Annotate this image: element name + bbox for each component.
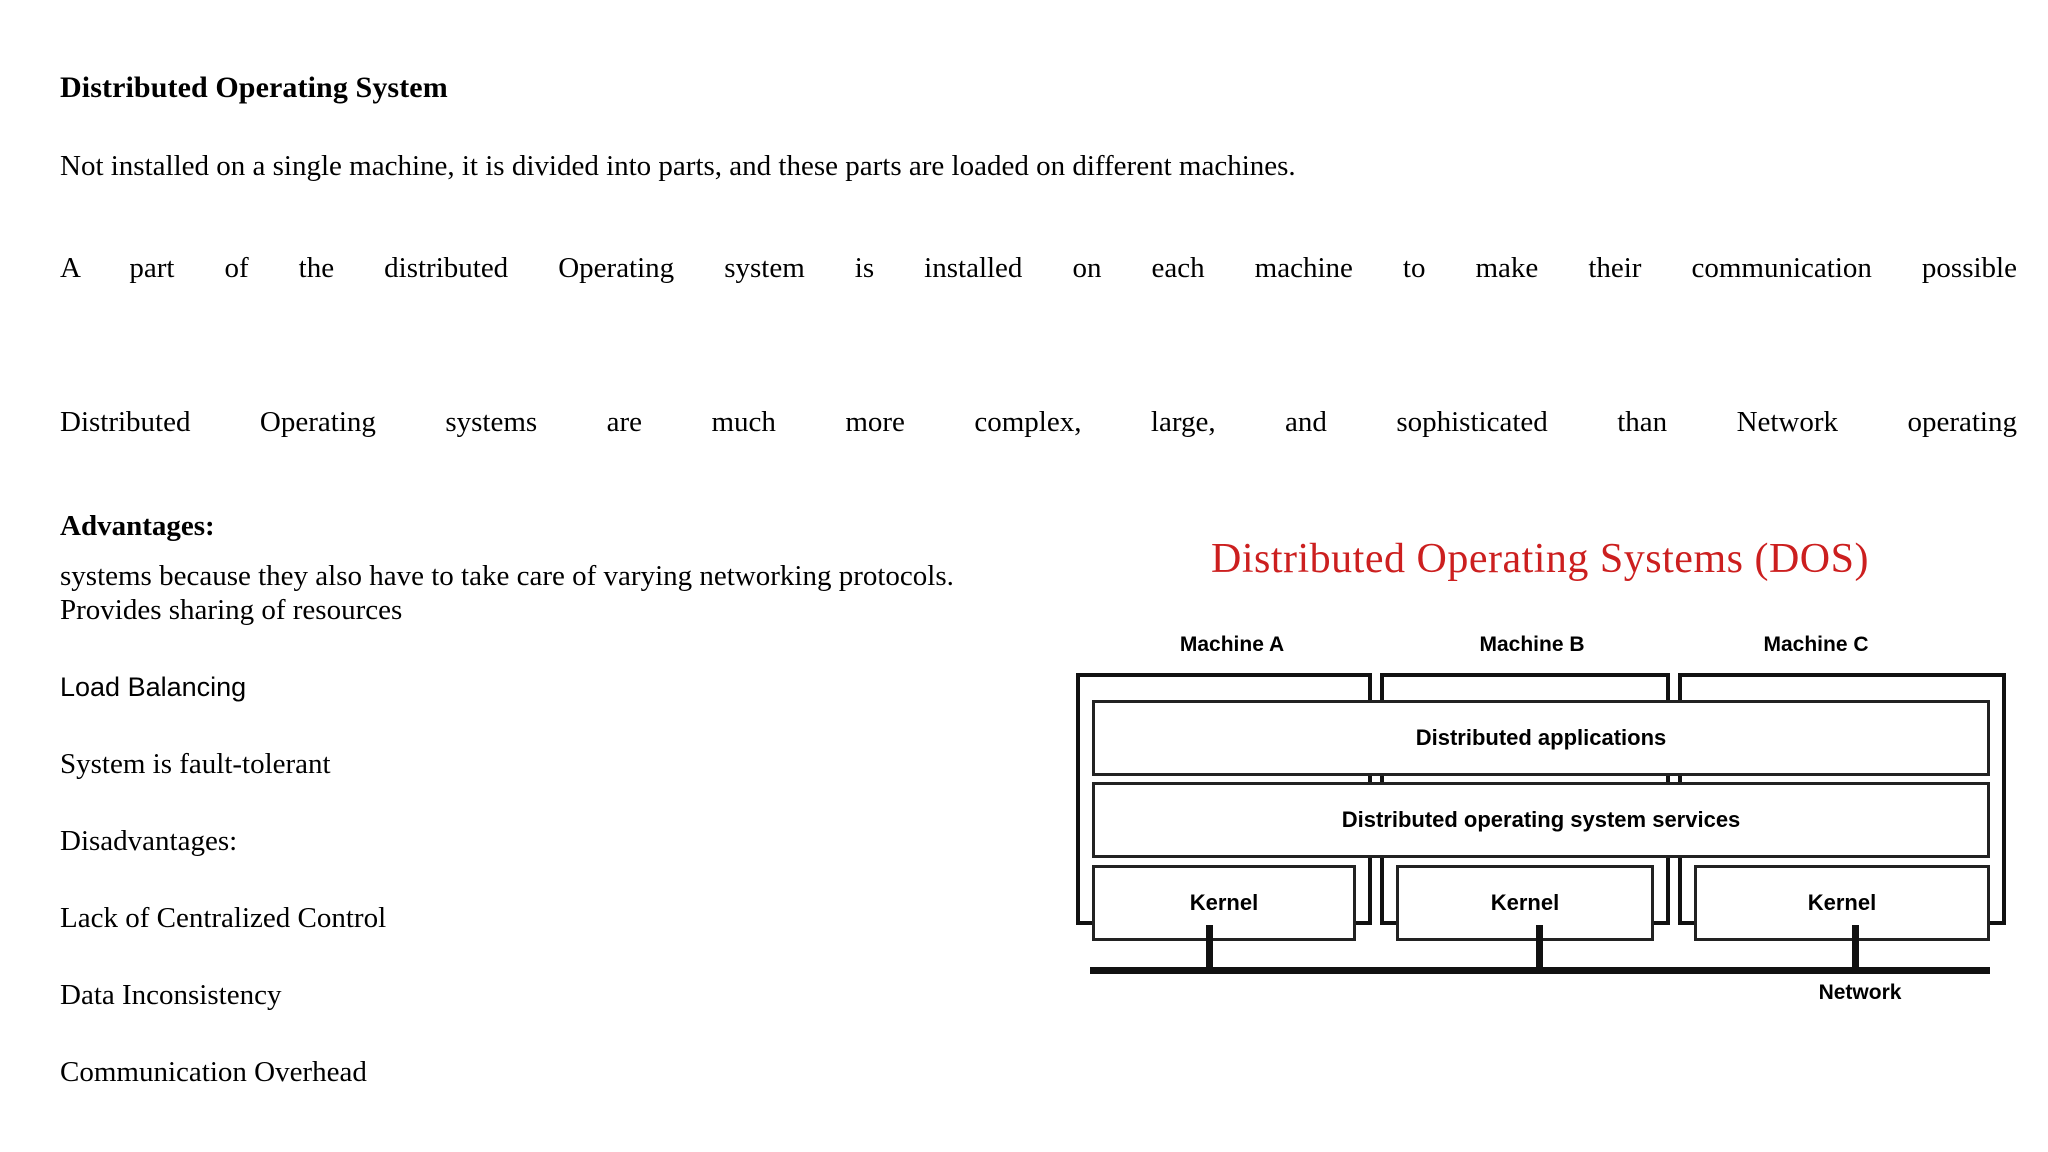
dos-architecture-diagram: Distributed Operating Systems (DOS) Mach… xyxy=(1060,535,2020,1055)
paragraph-line-3: systems because they also have to take c… xyxy=(60,560,954,592)
network-label: Network xyxy=(1818,981,1902,1004)
machine-c-label: Machine C xyxy=(1763,633,1869,656)
kernel-box-machine-a: Kernel xyxy=(1092,865,1356,941)
network-bus-line xyxy=(1090,967,1990,974)
kernel-box-machine-b: Kernel xyxy=(1396,865,1654,941)
network-drop-line-c xyxy=(1852,925,1859,969)
machine-b-label: Machine B xyxy=(1479,633,1585,656)
distributed-applications-layer: Distributed applications xyxy=(1092,700,1990,776)
list-item: Communication Overhead xyxy=(60,1056,367,1088)
diagram-title: Distributed Operating Systems (DOS) xyxy=(1211,536,1869,582)
body-paragraph: A part of the distributed Operating syst… xyxy=(60,230,2017,615)
list-item: Data Inconsistency xyxy=(60,979,282,1011)
kernel-box-machine-c: Kernel xyxy=(1694,865,1990,941)
paragraph-line-1: A part of the distributed Operating syst… xyxy=(60,252,2017,284)
advantages-heading: Advantages: xyxy=(60,510,215,542)
network-drop-line-a xyxy=(1206,925,1213,969)
disadvantages-heading: Disadvantages: xyxy=(60,825,238,857)
list-item: Lack of Centralized Control xyxy=(60,902,387,934)
paragraph-line-2: Distributed Operating systems are much m… xyxy=(60,406,2017,438)
intro-paragraph: Not installed on a single machine, it is… xyxy=(60,150,1296,182)
machine-a-label: Machine A xyxy=(1179,633,1285,656)
advantages-disadvantages-list: Provides sharing of resources Load Balan… xyxy=(60,572,960,1111)
list-item: Load Balancing xyxy=(60,672,247,702)
machine-labels-row: Machine A Machine B Machine C xyxy=(1076,633,2006,663)
distributed-os-services-layer: Distributed operating system services xyxy=(1092,782,1990,858)
list-item: System is fault-tolerant xyxy=(60,748,331,780)
page-title: Distributed Operating System xyxy=(60,71,448,104)
network-drop-line-b xyxy=(1536,925,1543,969)
list-item: Provides sharing of resources xyxy=(60,594,403,626)
